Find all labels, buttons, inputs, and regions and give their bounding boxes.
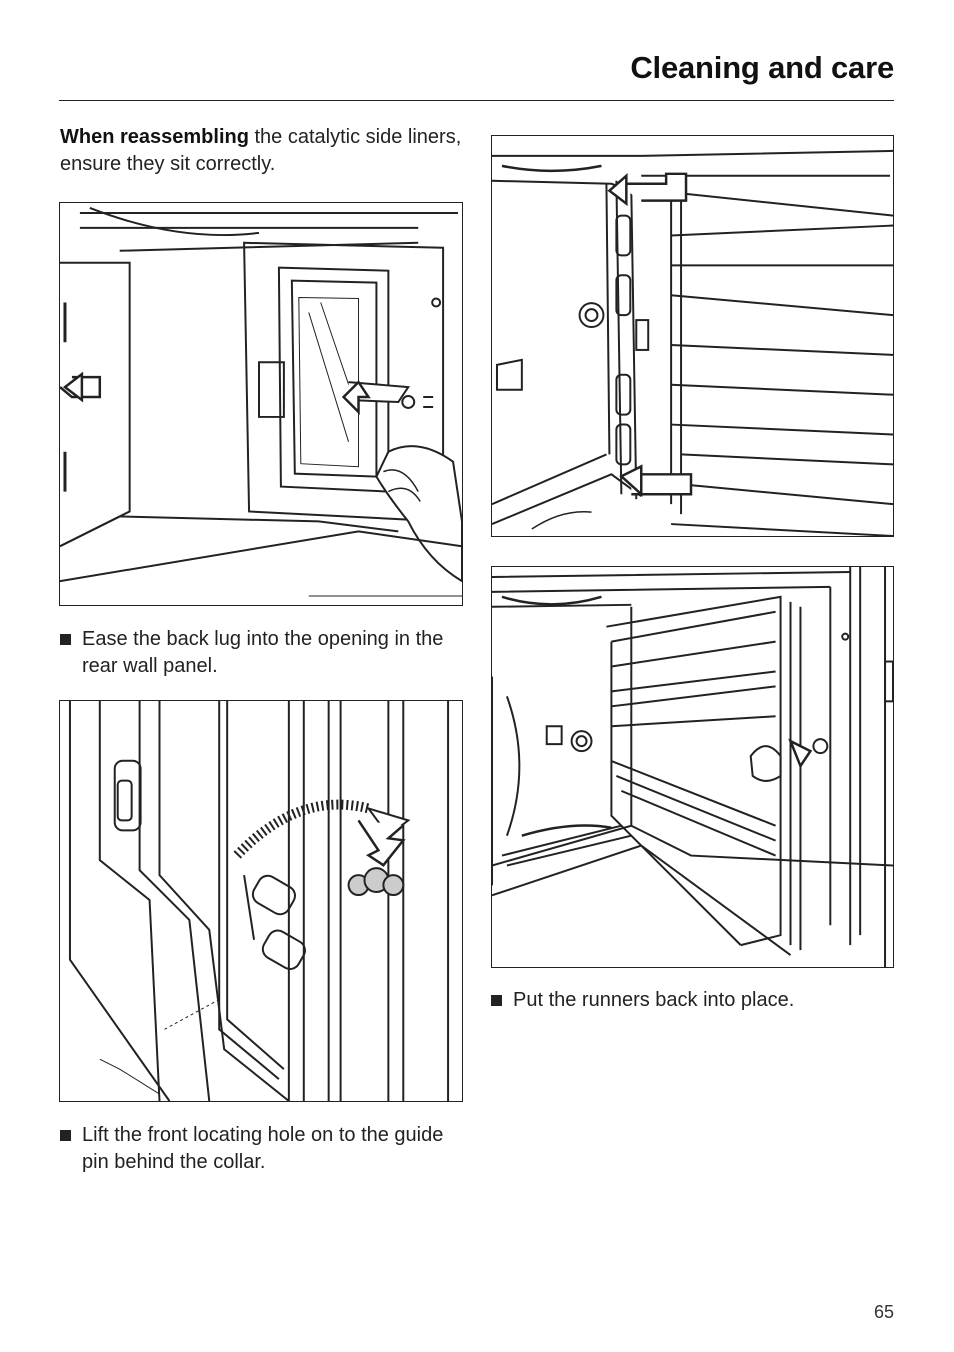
liner-in-place-drawing (492, 149, 893, 536)
runners-drawing (492, 567, 893, 967)
guide-pin-drawing (68, 701, 450, 1101)
caption-back-lug: Ease the back lug into the opening in th… (60, 626, 470, 686)
bullet-square-icon (491, 995, 502, 1006)
illustration-guide-pin (59, 700, 463, 1102)
intro-paragraph: When reassembling the catalytic side lin… (60, 124, 470, 178)
caption-text: Ease the back lug into the opening in th… (82, 628, 444, 677)
intro-bold: When reassembling (60, 126, 249, 148)
header-divider (59, 100, 894, 101)
caption-guide-pin: Lift the front locating hole on to the g… (60, 1122, 470, 1182)
intro-text: the catalytic side liners, ensure they s… (60, 126, 462, 175)
caption-text: Lift the front locating hole on to the g… (82, 1124, 444, 1173)
bullet-square-icon (60, 1130, 71, 1141)
illustration-runners (491, 566, 894, 968)
caption-text: Put the runners back into place. (513, 989, 795, 1011)
illustration-back-lug (59, 202, 463, 606)
bullet-square-icon (60, 634, 71, 645)
illustration-liner-in-place (491, 135, 894, 537)
page-title: Cleaning and care (630, 50, 894, 85)
back-lug-drawing (60, 207, 462, 597)
page-number: 65 (873, 1302, 894, 1322)
caption-runners: Put the runners back into place. (491, 987, 901, 1017)
